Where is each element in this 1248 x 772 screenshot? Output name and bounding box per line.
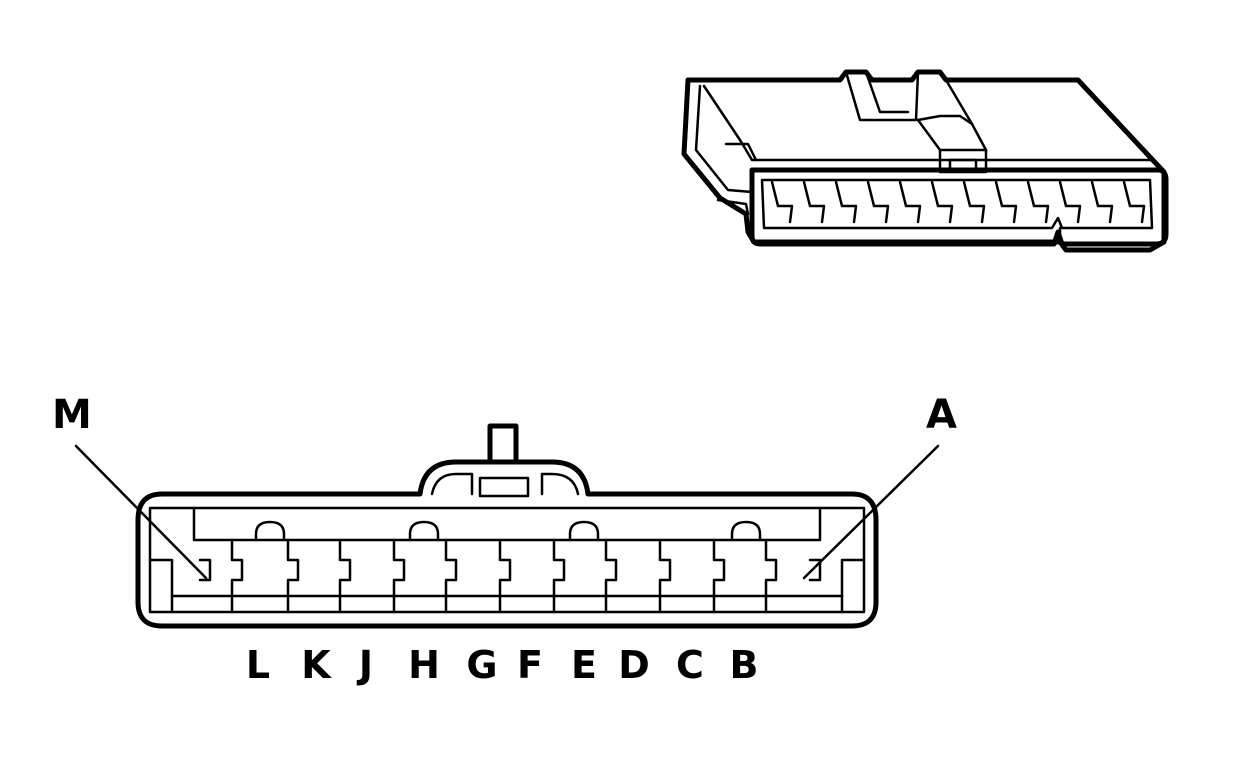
pin-label-b: B xyxy=(730,643,759,687)
leader-line-m xyxy=(74,444,208,580)
pin-label-f: F xyxy=(517,643,543,687)
pin-label-c: C xyxy=(676,643,704,687)
connector-face-view xyxy=(135,423,879,629)
end-label-m: M xyxy=(52,392,92,438)
pin-label-j: J xyxy=(356,643,373,687)
pin-label-g: G xyxy=(466,643,497,687)
leader-line-a xyxy=(802,444,940,580)
pin-label-h: H xyxy=(408,643,440,687)
end-label-a: A xyxy=(926,392,957,438)
pin-label-k: K xyxy=(301,643,332,687)
pin-label-l: L xyxy=(246,643,270,687)
connector-isometric-view xyxy=(681,69,1169,253)
pin-label-d: D xyxy=(618,643,650,687)
pin-label-e: E xyxy=(571,643,597,687)
